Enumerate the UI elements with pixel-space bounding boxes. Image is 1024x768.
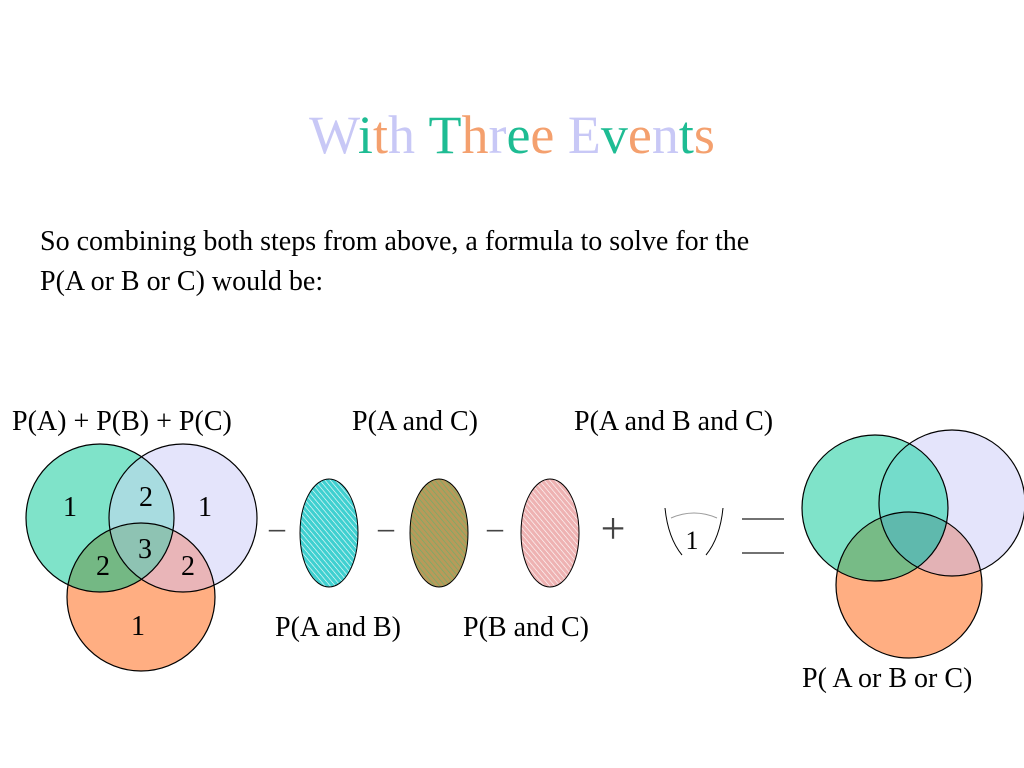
triple-intersection-piece: 1: [664, 504, 724, 556]
count-a-only: 1: [63, 492, 77, 523]
title-letter: h: [461, 105, 489, 165]
operator-minus-3: –: [486, 509, 504, 545]
title-letter: i: [357, 105, 373, 165]
title-letter: v: [600, 105, 628, 165]
operator-minus-2: –: [377, 509, 395, 545]
label-b-and-c: P(B and C): [463, 612, 589, 643]
title-letter: E: [567, 105, 601, 165]
venn-left-overlap-ac: [67, 523, 174, 592]
triple-piece-value: 1: [686, 526, 699, 555]
ellipse-a-and-b: [299, 478, 359, 588]
venn-left: 1 1 2 3 2 2 1: [25, 443, 258, 672]
label-a-and-b: P(A and B): [275, 612, 401, 643]
title-letter: r: [488, 105, 507, 165]
title-letter: W: [309, 105, 358, 165]
slide-title: With Three Events: [0, 100, 1024, 170]
label-union: P( A or B or C): [802, 663, 972, 694]
title-letter: t: [678, 105, 694, 165]
operator-plus: +: [601, 504, 626, 553]
title-letter: s: [693, 105, 715, 165]
title-letter: e: [530, 105, 555, 165]
title-letter: h: [387, 105, 415, 165]
operator-minus-1: –: [268, 509, 286, 545]
count-bc: 2: [181, 551, 195, 582]
ellipse-b-and-c: [520, 478, 580, 588]
venn-right: [801, 429, 1024, 659]
intro-line-1: So combining both steps from above, a fo…: [40, 226, 750, 257]
count-abc: 3: [138, 534, 152, 565]
venn-right-overlap-bc: [879, 512, 982, 576]
title-letter: e: [506, 105, 531, 165]
ellipse-a-and-c: [409, 478, 469, 588]
label-sum: P(A) + P(B) + P(C): [12, 406, 232, 437]
intro-text: So combining both steps from above, a fo…: [40, 222, 1000, 302]
count-ac: 2: [96, 551, 110, 582]
label-a-and-c: P(A and C): [352, 406, 478, 437]
count-ab: 2: [139, 482, 153, 513]
title-letter: e: [627, 105, 652, 165]
title-letter: n: [651, 105, 679, 165]
count-b-only: 1: [198, 492, 212, 523]
count-c-only: 1: [131, 611, 145, 642]
title-letter: t: [372, 105, 388, 165]
label-a-and-b-and-c: P(A and B and C): [574, 406, 773, 437]
title-letter: T: [428, 105, 462, 165]
intro-line-2: P(A or B or C) would be:: [40, 266, 324, 297]
equals-sign: [742, 518, 784, 554]
venn-left-overlap-bc: [109, 523, 215, 592]
